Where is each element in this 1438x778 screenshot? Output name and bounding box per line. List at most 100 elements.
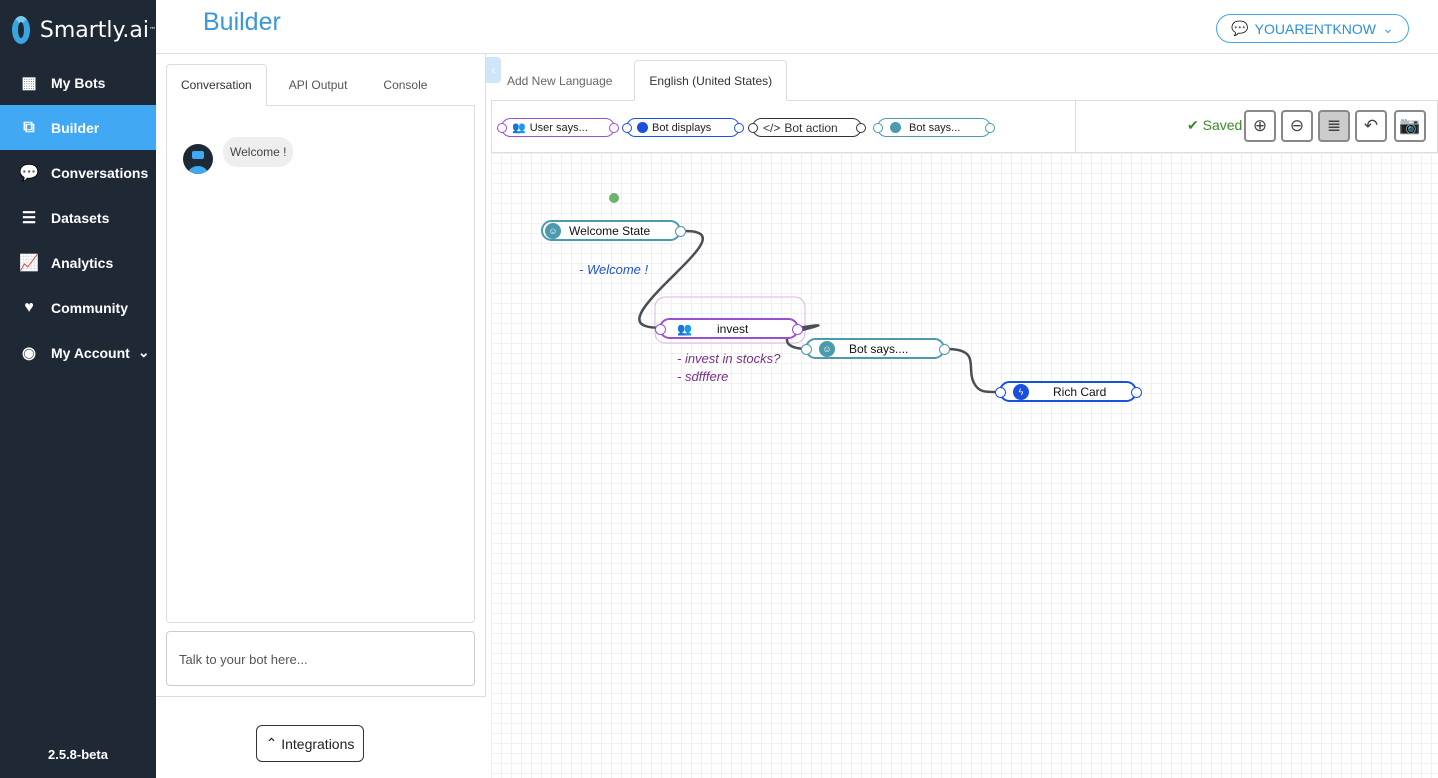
output-port[interactable] xyxy=(1131,387,1142,398)
database-icon: ☰ xyxy=(21,209,37,227)
chevron-down-icon: ⌄ xyxy=(1382,20,1394,36)
nav-label: Datasets xyxy=(51,209,110,226)
node-rich-card[interactable]: ϟ Rich Card xyxy=(995,381,1142,402)
chevron-up-icon: ⌃ xyxy=(265,735,278,751)
zoom-in-icon: ⊕ xyxy=(1252,116,1268,135)
saved-status: ✔ Saved xyxy=(1187,117,1243,133)
input-port[interactable] xyxy=(801,344,812,355)
nav-label: My Account xyxy=(51,344,130,361)
sidebar-item-my-bots[interactable]: ▦ My Bots xyxy=(0,60,156,105)
comments-icon: 💬 xyxy=(19,164,39,182)
messenger-icon xyxy=(637,122,648,133)
invest-annotation: - invest in stocks? xyxy=(677,351,781,366)
align-button[interactable]: ≣ xyxy=(1318,110,1350,142)
sitemap-icon: ⧉ xyxy=(23,118,35,136)
edge-welcome-invest xyxy=(638,229,704,330)
sidebar-item-conversations[interactable]: 💬 Conversations xyxy=(0,150,156,195)
sidebar-item-analytics[interactable]: 📈 Analytics xyxy=(0,240,156,285)
bot-avatar xyxy=(183,144,213,174)
camera-icon: 📷 xyxy=(1399,116,1421,135)
user-circle-icon: ◉ xyxy=(22,344,36,362)
integrations-label: Integrations xyxy=(281,735,355,752)
selection-box xyxy=(654,296,806,344)
sidebar-item-community[interactable]: ♥ Community xyxy=(0,285,156,330)
collapse-panel-button[interactable]: ‹ xyxy=(486,57,501,83)
output-port[interactable] xyxy=(675,226,686,237)
edge-botsays-richcard xyxy=(946,347,1002,394)
user-dropdown[interactable]: 💬 YOUAREN​TKNOW ⌄ xyxy=(1216,14,1409,43)
palette-bot-says[interactable]: Bot says... xyxy=(873,118,995,137)
zoom-in-button[interactable]: ⊕ xyxy=(1244,110,1276,142)
user-icon: 👥 xyxy=(677,321,692,336)
node-label: Bot says.... xyxy=(849,341,909,356)
flow-canvas[interactable]: ☺ Welcome State - Welcome ! 👥 invest - inv… xyxy=(491,153,1438,778)
nav-label: Conversations xyxy=(51,164,149,181)
grid-icon: ▦ xyxy=(21,74,37,92)
sidebar-item-my-account[interactable]: ◉ My Account ⌄ xyxy=(0,330,156,375)
palette-label: User says... xyxy=(529,121,588,134)
node-invest[interactable]: 👥 invest xyxy=(655,318,803,339)
input-port[interactable] xyxy=(995,387,1006,398)
node-label: Welcome State xyxy=(569,223,651,238)
palette-user-says[interactable]: 👥User says... xyxy=(497,118,619,137)
brand-name: Smartly.ai xyxy=(39,17,149,43)
logo-icon xyxy=(12,16,30,44)
flow-edges xyxy=(609,193,1002,394)
user-icon: 👥 xyxy=(512,122,526,134)
messenger-icon: ϟ xyxy=(1013,383,1029,400)
builder-toolbar: 👥User says... Bot displays </>Bot action… xyxy=(491,100,1438,154)
input-port[interactable] xyxy=(655,324,666,335)
sidebar-item-datasets[interactable]: ☰ Datasets xyxy=(0,195,156,240)
tab-console[interactable]: Console xyxy=(383,78,428,92)
tab-add-new-language[interactable]: Add New Language xyxy=(507,73,613,88)
screenshot-button[interactable]: 📷 xyxy=(1394,110,1426,142)
invest-annotation: - sdfffere xyxy=(677,369,729,384)
tab-conversation[interactable]: Conversation xyxy=(166,64,267,106)
node-label: invest xyxy=(717,321,749,336)
zoom-out-icon: ⊖ xyxy=(1289,116,1305,135)
nav-label: Community xyxy=(51,299,128,316)
user-name: YOUAREN​TKNOW xyxy=(1254,20,1377,37)
palette-label: Bot action xyxy=(784,120,838,135)
output-port[interactable] xyxy=(792,324,803,335)
tab-english-us[interactable]: English (United States) xyxy=(634,60,788,101)
integrations-button[interactable]: ⌃ Integrations xyxy=(256,725,364,762)
undo-button[interactable]: ↶ xyxy=(1355,110,1387,142)
welcome-annotation: - Welcome ! xyxy=(579,262,649,277)
start-point xyxy=(609,193,619,203)
chat-input[interactable]: Talk to your bot here... xyxy=(166,631,475,686)
comment-icon: 💬 xyxy=(1231,20,1249,36)
sidebar-item-builder[interactable]: ⧉ Builder xyxy=(0,105,156,150)
node-welcome-state[interactable]: ☺ Welcome State xyxy=(541,220,686,241)
node-bot-says[interactable]: ☺ Bot says.... xyxy=(801,338,950,359)
message-bubble: Welcome ! xyxy=(223,137,294,167)
robot-icon xyxy=(890,122,901,133)
conversation-log: Welcome ! xyxy=(166,105,475,623)
version-label: 2.5.8-beta xyxy=(48,747,108,762)
align-icon: ≣ xyxy=(1326,116,1342,135)
robot-icon: ☺ xyxy=(819,340,835,357)
output-port[interactable] xyxy=(939,344,950,355)
palette-bot-action[interactable]: </>Bot action xyxy=(748,118,866,137)
undo-icon: ↶ xyxy=(1363,116,1379,135)
tab-api-output[interactable]: API Output xyxy=(288,78,348,92)
zoom-out-button[interactable]: ⊖ xyxy=(1281,110,1313,142)
page-title: Builder xyxy=(203,8,281,36)
trademark: ™ xyxy=(149,26,156,34)
palette-label: Bot says... xyxy=(909,121,961,134)
saved-label: Saved xyxy=(1202,117,1243,133)
nav-label: Builder xyxy=(51,119,100,136)
line-chart-icon: 📈 xyxy=(19,254,39,272)
palette-bot-displays[interactable]: Bot displays xyxy=(622,118,744,137)
heart-icon: ♥ xyxy=(24,298,34,316)
code-icon: </> xyxy=(763,120,781,135)
palette-label: Bot displays xyxy=(652,121,712,134)
nav-label: My Bots xyxy=(51,74,106,91)
chevron-down-icon: ⌄ xyxy=(137,344,150,360)
robot-icon: ☺ xyxy=(545,222,561,239)
header: Builder 💬 YOUAREN​TKNOW ⌄ xyxy=(156,0,1438,54)
node-label: Rich Card xyxy=(1053,384,1107,399)
nav-label: Analytics xyxy=(51,254,114,271)
